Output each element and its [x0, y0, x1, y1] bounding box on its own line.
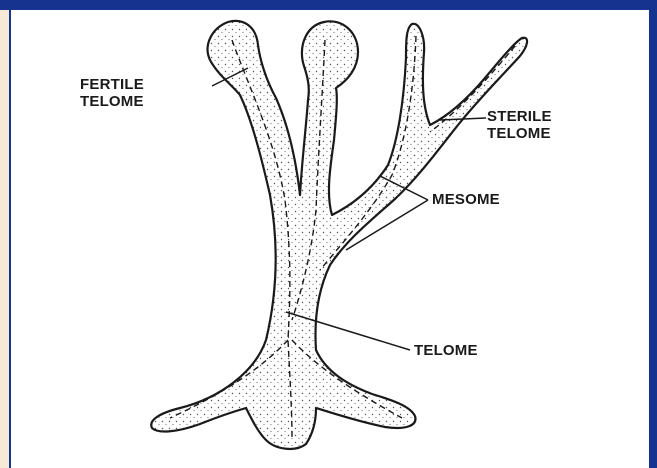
label-sterile-telome: STERILE TELOME	[487, 108, 552, 142]
label-fertile-line2: TELOME	[80, 93, 144, 110]
label-fertile-telome: FERTILE TELOME	[80, 76, 144, 110]
label-fertile-line1: FERTILE	[80, 76, 144, 93]
label-mesome: MESOME	[432, 191, 500, 208]
label-telome: TELOME	[414, 342, 478, 359]
label-sterile-line2: TELOME	[487, 125, 552, 142]
plant-body-outline	[151, 21, 527, 449]
label-sterile-line1: STERILE	[487, 108, 552, 125]
